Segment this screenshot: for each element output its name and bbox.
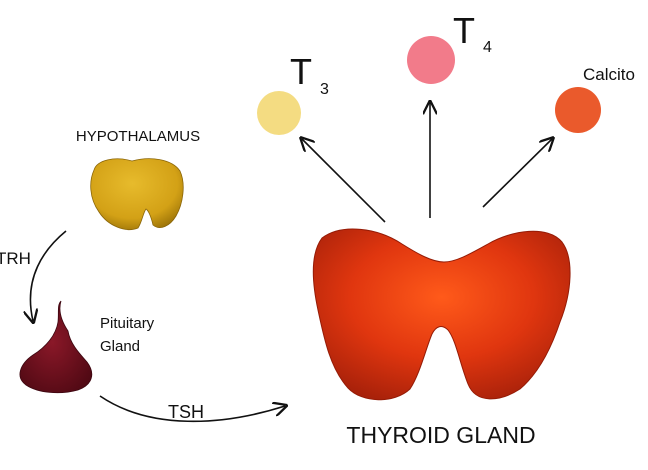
calcitonin-circle	[555, 87, 601, 133]
arrow-to-calcitonin	[482, 139, 552, 208]
calcitonin-label: Calcito	[583, 65, 635, 84]
pituitary-shape	[19, 300, 93, 394]
thyroid-shape	[312, 228, 571, 401]
pituitary-label-line2: Gland	[100, 338, 140, 355]
hypothalamus-shape	[90, 158, 184, 230]
trh-label: TRH	[0, 249, 31, 268]
tsh-label: TSH	[168, 402, 204, 422]
t3-label: T	[290, 51, 312, 92]
thyroid-label: THYROID GLAND	[346, 422, 535, 448]
t3-circle	[257, 91, 301, 135]
t4-label: T	[453, 10, 475, 51]
tsh-arrow	[99, 395, 285, 423]
arrow-to-t3	[302, 139, 386, 223]
t4-subscript: 4	[483, 39, 492, 56]
pituitary-label-line1: Pituitary	[100, 315, 155, 332]
t3-subscript: 3	[320, 81, 329, 98]
hypothalamus-label: HYPOTHALAMUS	[76, 128, 200, 145]
t4-circle	[407, 36, 455, 84]
trh-arrow	[30, 230, 67, 321]
